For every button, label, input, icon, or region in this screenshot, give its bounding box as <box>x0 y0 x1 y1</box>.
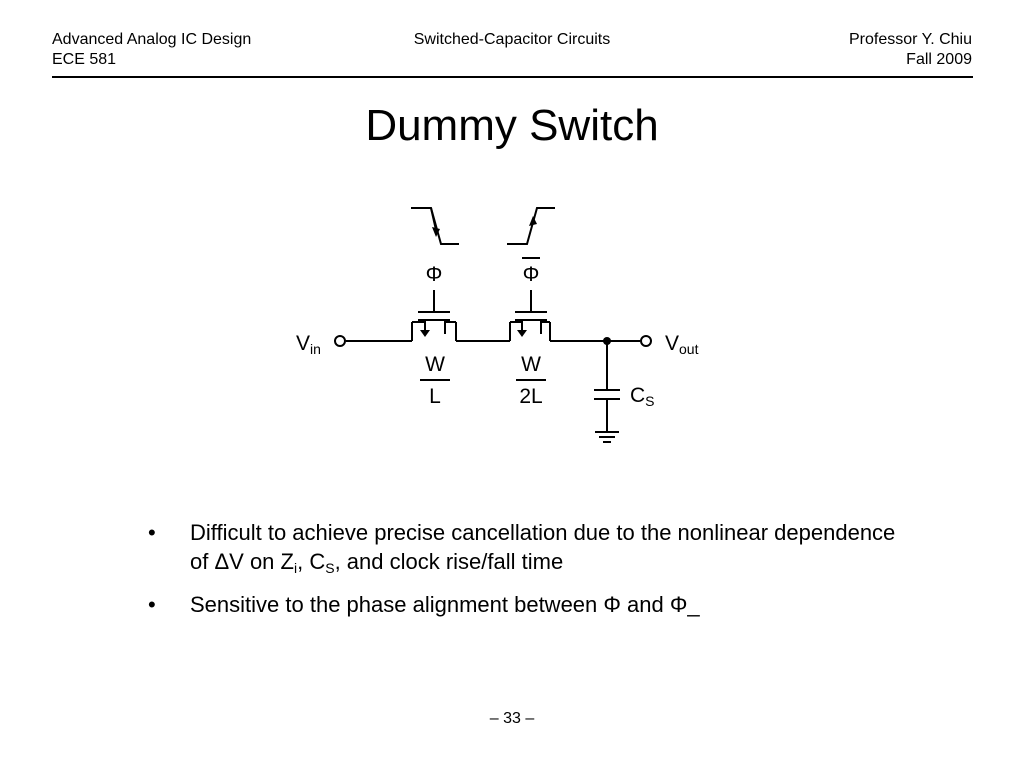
header-right: Professor Y. Chiu Fall 2009 <box>849 30 972 70</box>
cap-label: CS <box>630 384 655 409</box>
bullet-marker: • <box>148 592 156 617</box>
header-topic: Switched-Capacitor Circuits <box>413 31 611 48</box>
vin-label: Vin <box>296 332 321 357</box>
bullet-marker: • <box>148 520 156 545</box>
transistor-arrow-icon <box>517 330 527 337</box>
bullet-text: Sensitive to the phase alignment between… <box>190 592 700 617</box>
vout-label: Vout <box>665 332 699 357</box>
vin-terminal-icon <box>334 335 346 347</box>
bullet-text: Difficult to achieve precise cancellatio… <box>190 520 896 576</box>
falling-arrow-icon <box>432 227 440 237</box>
transistor-arrow-icon <box>420 330 430 337</box>
rising-arrow-icon <box>529 216 537 226</box>
output-node-dot <box>603 337 611 345</box>
main-switch-width: W <box>425 353 445 376</box>
main-switch-transistor <box>418 290 450 337</box>
main-switch-length: L <box>429 385 441 408</box>
course-number: ECE 581 <box>52 51 117 68</box>
ground-icon <box>595 431 619 443</box>
bullet-item: • Sensitive to the phase alignment betwe… <box>148 590 908 619</box>
header-divider <box>52 76 973 78</box>
dummy-switch-width: W <box>521 353 541 376</box>
signal-wire <box>346 321 640 342</box>
bullet-list: • Difficult to achieve precise cancellat… <box>148 518 908 633</box>
bullet-item: • Difficult to achieve precise cancellat… <box>148 518 908 576</box>
course-title: Advanced Analog IC Design <box>52 31 252 48</box>
sampling-capacitor <box>594 341 620 432</box>
phi-label: Φ <box>426 263 443 286</box>
header-left: Advanced Analog IC Design ECE 581 <box>52 30 251 70</box>
vout-terminal-icon <box>640 335 652 347</box>
phi-bar-clock-waveform <box>507 207 555 245</box>
professor-name: Professor Y. Chiu <box>848 31 972 48</box>
phi-clock-waveform <box>411 207 459 245</box>
dummy-switch-transistor <box>515 290 547 337</box>
term: Fall 2009 <box>906 51 972 68</box>
dummy-switch-length: 2L <box>519 385 542 408</box>
slide-title: Dummy Switch <box>365 101 659 150</box>
dummy-switch-schematic: Φ Φ Vin Vout W L W 2L CS <box>296 207 699 443</box>
page-number: – 33 – <box>489 710 535 727</box>
phi-bar-label: Φ <box>523 263 540 286</box>
